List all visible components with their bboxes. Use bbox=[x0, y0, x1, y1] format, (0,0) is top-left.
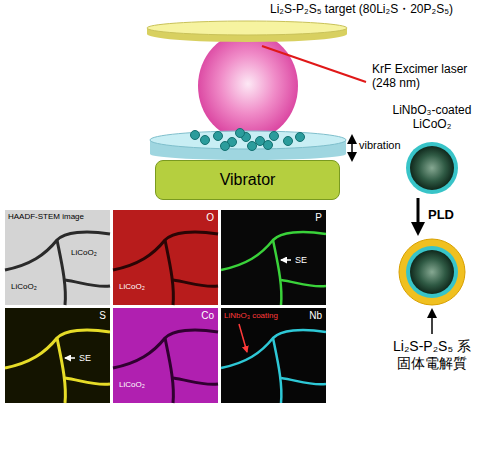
haadf-panel: HAADF-STEM imageLiCoO₂ LiCoO₂ bbox=[5, 210, 110, 305]
laser-beam bbox=[262, 46, 366, 82]
element-map: P SE bbox=[221, 210, 326, 305]
pointer-arrow bbox=[239, 324, 247, 352]
element-symbol: P bbox=[315, 212, 322, 224]
element-symbol: O bbox=[206, 212, 214, 224]
vibration-arrow bbox=[351, 136, 353, 160]
process-arrow bbox=[417, 198, 420, 232]
process-label: PLD bbox=[428, 207, 454, 223]
niobium-map bbox=[221, 308, 326, 403]
electrolyte-label: Li₂S-P₂S₅ 系 固体電解質 bbox=[380, 338, 484, 372]
particle-label: LiNbO₃-coated LiCoO₂ bbox=[382, 103, 482, 132]
phosphorus-map bbox=[221, 210, 326, 305]
substrate-dish bbox=[150, 131, 346, 160]
powder-particles bbox=[191, 129, 305, 151]
laser-plume bbox=[198, 32, 298, 140]
laser-label: KrF Excimer laser (248 nm) bbox=[372, 62, 494, 91]
element-symbol: Co bbox=[201, 310, 214, 322]
oxygen-map bbox=[113, 210, 218, 305]
coated-particle bbox=[406, 142, 458, 194]
target-disc bbox=[147, 21, 347, 42]
coating-label: LiNbO₃ coating bbox=[224, 311, 278, 321]
element-symbol: Nb bbox=[309, 310, 322, 322]
pointer-arrow bbox=[431, 310, 433, 334]
phase-label: LiCoO₂ bbox=[119, 282, 145, 292]
phase-label: SE bbox=[295, 255, 307, 266]
phase-label: LiCoO₂ bbox=[119, 380, 145, 390]
element-map: S SE bbox=[5, 308, 110, 403]
element-map: O LiCoO₂ bbox=[113, 210, 218, 305]
sulfur-map bbox=[5, 308, 110, 403]
element-map: Nb LiNbO₃ coating bbox=[221, 308, 326, 403]
vibrator-box: Vibrator bbox=[155, 160, 340, 200]
panel-title: HAADF-STEM image bbox=[8, 212, 84, 222]
pointer-arrow bbox=[281, 259, 291, 261]
phase-label: LiCoO₂ bbox=[11, 282, 37, 292]
electrolyte-coated-particle bbox=[399, 239, 465, 305]
haadf-panel bbox=[5, 210, 110, 305]
cobalt-map bbox=[113, 308, 218, 403]
target-label: Li₂S-P₂S₅ target (80Li₂S・20P₂S₅) bbox=[270, 2, 453, 16]
motion-label: vibration bbox=[359, 139, 401, 152]
element-symbol: S bbox=[99, 310, 106, 322]
pointer-arrow bbox=[65, 357, 75, 359]
phase-label: SE bbox=[79, 353, 91, 364]
box-label: Vibrator bbox=[220, 170, 276, 189]
phase-label: LiCoO₂ bbox=[71, 248, 97, 258]
element-map: CoLiCoO₂ bbox=[113, 308, 218, 403]
